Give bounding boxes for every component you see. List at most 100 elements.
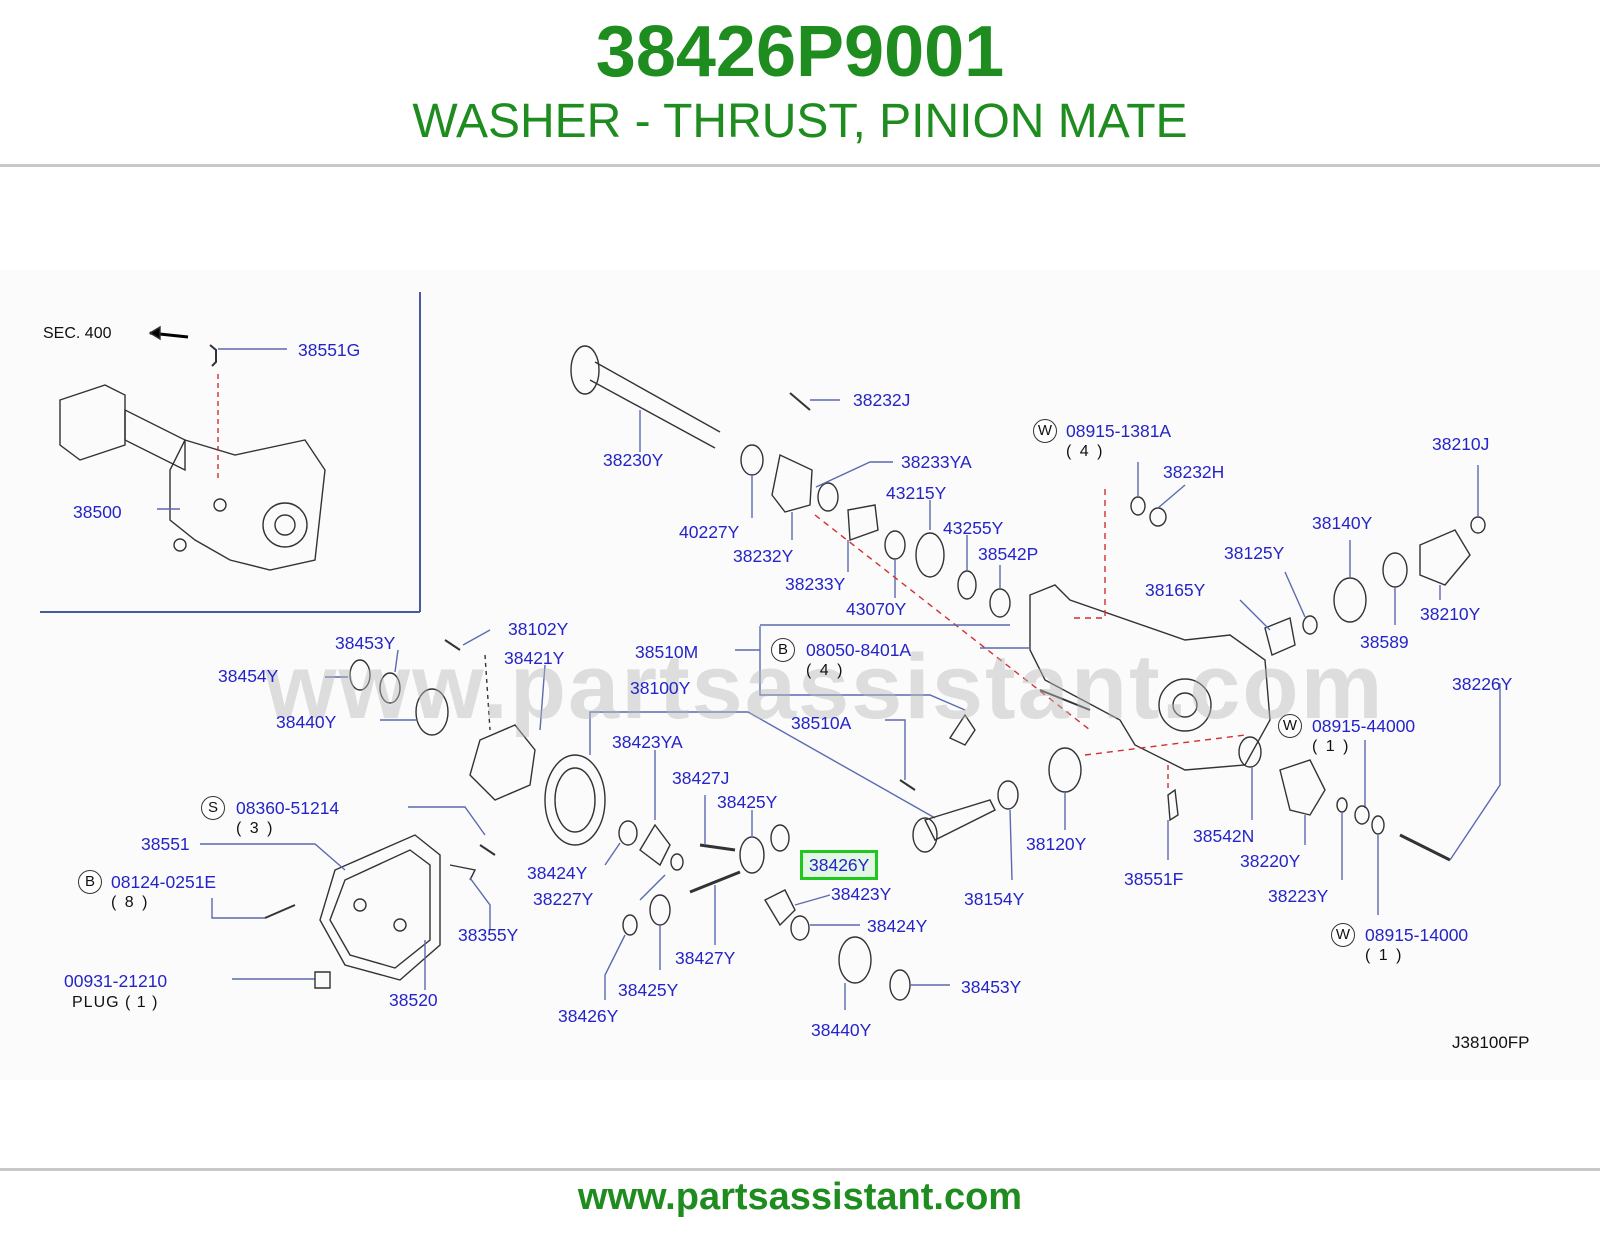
label-38100Y[interactable]: 38100Y <box>630 678 691 698</box>
bearing-43255Y-icon <box>957 570 977 600</box>
label-38154Y[interactable]: 38154Y <box>964 889 1025 909</box>
label-43255Y[interactable]: 43255Y <box>943 518 1004 538</box>
label-38542N[interactable]: 38542N <box>1193 826 1255 846</box>
label-38453Y-a[interactable]: 38453Y <box>335 633 396 653</box>
label-38140Y[interactable]: 38140Y <box>1312 513 1373 533</box>
label-08124-0251E[interactable]: 08124-0251E <box>111 872 217 892</box>
label-38426Y-b[interactable]: 38426Y <box>558 1006 619 1026</box>
bolt-38102Y-icon <box>444 639 461 651</box>
label-38423Y[interactable]: 38423Y <box>831 884 892 904</box>
thrust-washer-38426Y-icon <box>770 824 790 852</box>
label-38227Y[interactable]: 38227Y <box>533 889 594 909</box>
qty-08360-51214: ( 3 ) <box>236 820 275 837</box>
label-38454Y[interactable]: 38454Y <box>218 666 279 686</box>
axle-assembly-38500-icon <box>59 384 326 571</box>
differential-carrier-icon <box>1029 584 1271 771</box>
breather-38551F-icon <box>1167 788 1179 822</box>
washer-38424Y-icon <box>618 820 638 846</box>
label-38220Y[interactable]: 38220Y <box>1240 851 1301 871</box>
label-38425Y-b[interactable]: 38425Y <box>618 980 679 1000</box>
label-43215Y[interactable]: 43215Y <box>886 483 947 503</box>
label-38233Y[interactable]: 38233Y <box>785 574 846 594</box>
label-38423YA[interactable]: 38423YA <box>612 732 683 752</box>
washer-08915-44000-icon <box>1354 805 1370 825</box>
footer-url[interactable]: www.partsassistant.com <box>577 1176 1023 1218</box>
seal-38542N-icon <box>1238 736 1262 768</box>
label-38589[interactable]: 38589 <box>1360 632 1409 652</box>
label-40227Y[interactable]: 40227Y <box>679 522 740 542</box>
label-38425Y-a[interactable]: 38425Y <box>717 792 778 812</box>
sec-400-label: SEC. 400 <box>43 325 112 342</box>
washer-38425Y-icon <box>670 853 684 871</box>
bearing-43215Y-icon <box>915 532 945 578</box>
label-38551[interactable]: 38551 <box>141 834 190 854</box>
b-prefix-08124-0251E: B <box>78 870 102 894</box>
label-38125Y[interactable]: 38125Y <box>1224 543 1285 563</box>
label-38210Y[interactable]: 38210Y <box>1420 604 1481 624</box>
side-gear-38425Y-icon <box>739 836 765 874</box>
pin-38427J-icon <box>699 843 736 852</box>
label-38223Y[interactable]: 38223Y <box>1268 886 1329 906</box>
w-prefix-08915-14000: W <box>1331 923 1355 947</box>
label-38551F[interactable]: 38551F <box>1124 869 1184 889</box>
washer-38424Y-b-icon <box>790 915 810 941</box>
label-38230Y[interactable]: 38230Y <box>603 450 664 470</box>
label-38355Y[interactable]: 38355Y <box>458 925 519 945</box>
bearing-38140Y-icon <box>1333 577 1367 623</box>
part-name-subtitle: WASHER - THRUST, PINION MATE <box>412 95 1188 148</box>
washer-08915-14000-icon <box>1371 815 1385 835</box>
label-38440Y-a[interactable]: 38440Y <box>276 712 337 732</box>
label-38426Y-highlighted[interactable]: 38426Y <box>800 850 879 880</box>
drive-pinion-icon <box>924 799 996 841</box>
label-38542P[interactable]: 38542P <box>978 544 1039 564</box>
label-38453Y-b[interactable]: 38453Y <box>961 977 1022 997</box>
label-38102Y[interactable]: 38102Y <box>508 619 569 639</box>
label-38232Y[interactable]: 38232Y <box>733 546 794 566</box>
axle-shaft-38230Y-icon <box>570 345 721 449</box>
label-38165Y[interactable]: 38165Y <box>1145 580 1206 600</box>
b-prefix-08050-8401A: B <box>771 638 795 662</box>
nut-38232H-icon <box>1149 507 1167 527</box>
label-38232J[interactable]: 38232J <box>853 390 911 410</box>
bracket-38355Y-icon <box>449 864 477 881</box>
label-38233YA[interactable]: 38233YA <box>901 452 972 472</box>
label-08360-51214[interactable]: 08360-51214 <box>236 798 340 818</box>
label-38440Y-b[interactable]: 38440Y <box>811 1020 872 1040</box>
label-08915-14000[interactable]: 08915-14000 <box>1365 925 1469 945</box>
label-08050-8401A[interactable]: 08050-8401A <box>806 640 912 660</box>
label-38424Y-a[interactable]: 38424Y <box>527 863 588 883</box>
label-38120Y[interactable]: 38120Y <box>1026 834 1087 854</box>
label-38510A[interactable]: 38510A <box>791 713 852 733</box>
label-00931-21210[interactable]: 00931-21210 <box>64 971 168 991</box>
rear-cover-38520-icon <box>319 834 441 981</box>
label-38510M[interactable]: 38510M <box>635 642 699 662</box>
side-gear-38425Y-b-icon <box>649 894 671 926</box>
label-08915-44000[interactable]: 08915-44000 <box>1312 716 1416 736</box>
label-38421Y[interactable]: 38421Y <box>504 648 565 668</box>
label-38551G[interactable]: 38551G <box>298 340 361 360</box>
label-38500[interactable]: 38500 <box>73 502 122 522</box>
spacer-38125Y-icon <box>1302 615 1318 635</box>
label-38232H[interactable]: 38232H <box>1163 462 1225 482</box>
w-prefix-08915-44000: W <box>1278 714 1302 738</box>
label-38520[interactable]: 38520 <box>389 990 438 1010</box>
breather-38551G-icon <box>209 344 217 367</box>
label-38427Y[interactable]: 38427Y <box>675 948 736 968</box>
label-38427J[interactable]: 38427J <box>672 768 730 788</box>
label-08915-1381A[interactable]: 08915-1381A <box>1066 421 1172 441</box>
header-divider <box>0 164 1600 167</box>
shim-38453Y-b-icon <box>889 969 911 1001</box>
label-38424Y-b[interactable]: 38424Y <box>867 916 928 936</box>
flange-38210Y-icon <box>1419 529 1471 586</box>
label-38226Y[interactable]: 38226Y <box>1452 674 1513 694</box>
lock-plate-38510A-icon <box>948 713 976 746</box>
qty-08915-44000: ( 1 ) <box>1312 738 1351 755</box>
ring-gear-38100Y-icon <box>544 754 606 846</box>
seal-38589-icon <box>1382 552 1408 588</box>
parts-diagram <box>0 270 1600 1080</box>
label-38210J[interactable]: 38210J <box>1432 434 1490 454</box>
thrust-washer-38426Y-b-icon <box>622 914 638 936</box>
label-43070Y[interactable]: 43070Y <box>846 599 907 619</box>
pinion-mate-38423Y-icon <box>764 889 796 927</box>
